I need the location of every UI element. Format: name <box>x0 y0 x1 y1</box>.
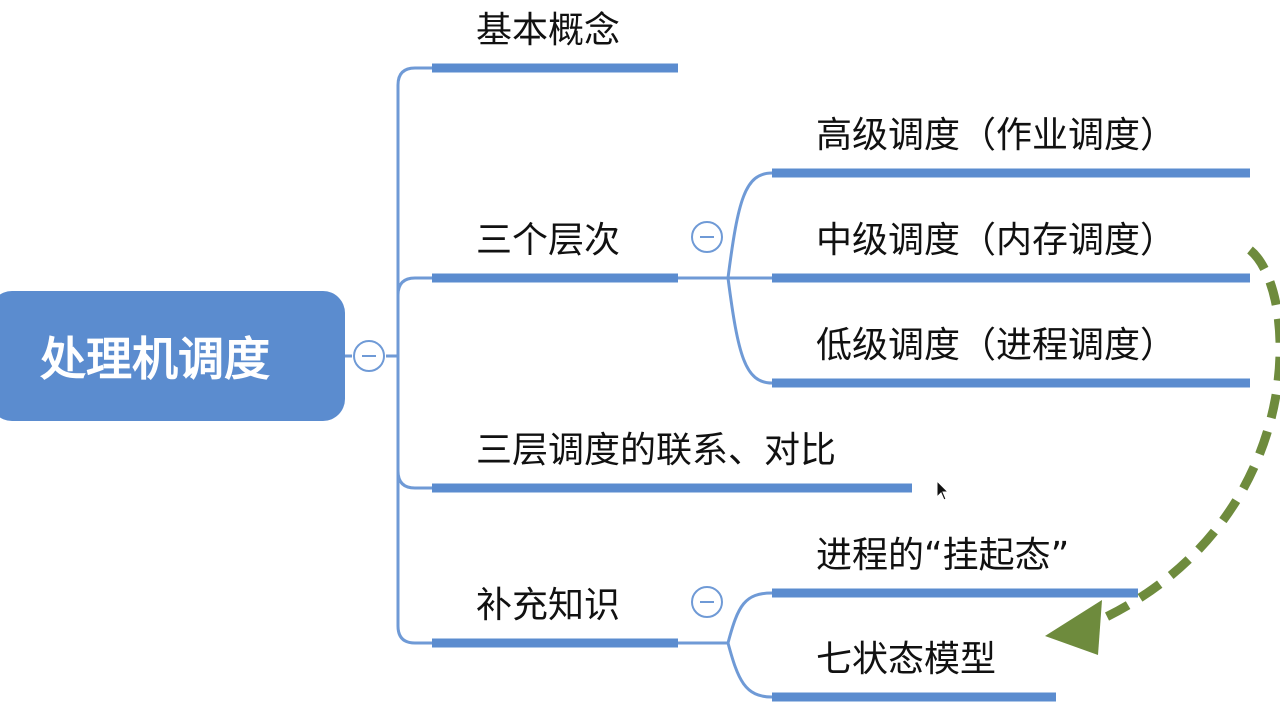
node-suspend-state[interactable]: 进程的“挂起态” <box>816 535 1070 576</box>
branch-supplementary[interactable]: 补充知识 <box>476 585 621 626</box>
node-low-level-scheduling[interactable]: 低级调度（进程调度） <box>816 325 1177 366</box>
connector-relation-compare <box>396 356 432 490</box>
node-high-level-scheduling[interactable]: 高级调度（作业调度） <box>816 115 1177 156</box>
branch-relation-compare[interactable]: 三层调度的联系、对比 <box>476 430 837 471</box>
three-levels-connectors <box>678 171 773 385</box>
annotation-arrow-line <box>1098 246 1280 625</box>
supplementary-connectors <box>678 591 773 699</box>
collapse-icon-three-levels[interactable] <box>691 221 723 253</box>
collapse-icon-supplementary[interactable] <box>691 586 723 618</box>
branch-basic-concept[interactable]: 基本概念 <box>476 10 621 51</box>
connector-supplementary <box>396 356 432 645</box>
node-seven-state-model[interactable]: 七状态模型 <box>816 639 997 680</box>
root-connectors <box>345 66 432 645</box>
supplementary-underlines <box>772 588 1138 702</box>
branch-three-levels[interactable]: 三个层次 <box>476 220 621 261</box>
root-node-label: 处理机调度 <box>40 332 270 386</box>
three-levels-underlines <box>772 168 1250 388</box>
annotation-arrow <box>1045 246 1280 655</box>
annotation-arrow-head <box>1045 600 1102 655</box>
connector-three-levels <box>396 276 432 356</box>
mouse-cursor-icon <box>936 480 950 501</box>
node-mid-level-scheduling[interactable]: 中级调度（内存调度） <box>816 220 1177 261</box>
branch-underlines <box>432 63 912 648</box>
root-node[interactable]: 处理机调度 <box>0 291 345 421</box>
collapse-icon-root[interactable] <box>353 340 385 372</box>
connector-basic-concept <box>396 66 432 356</box>
